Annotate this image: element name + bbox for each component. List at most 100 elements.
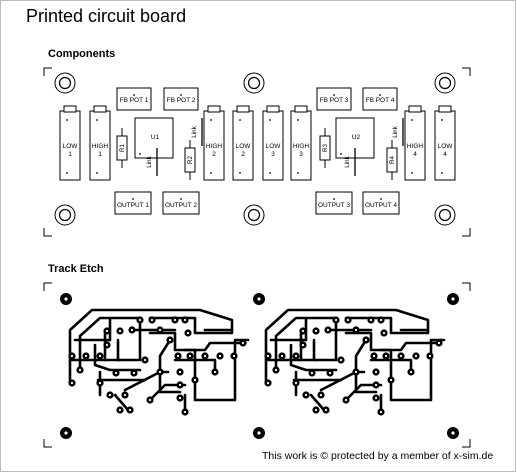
copper-pad-hole — [294, 354, 298, 358]
mounting-hole-ring — [247, 208, 261, 222]
copper-pad-hole — [114, 371, 118, 375]
copper-pad-hole — [123, 393, 127, 397]
mounting-hole — [243, 204, 265, 226]
copper-track — [183, 341, 242, 352]
fb-pot-label: FB POT 4 — [366, 97, 395, 104]
copper-pad-hole — [176, 354, 180, 358]
copper-pad-hole — [428, 354, 432, 358]
copper-track — [264, 308, 430, 385]
corner-mark — [462, 228, 471, 237]
trim-pot-label: HIGH — [407, 143, 424, 150]
etch-mount-drill — [64, 297, 68, 301]
copper-pad-hole — [379, 318, 383, 322]
copper-pad-hole — [178, 383, 182, 387]
pin-dot — [297, 172, 299, 174]
copper-pad-hole — [128, 408, 132, 412]
copper-pad-hole — [78, 368, 82, 372]
trim-pot-number: 1 — [68, 151, 72, 158]
trim-pot-label: LOW — [236, 143, 252, 150]
fb-pot-label: FB POT 3 — [320, 97, 349, 104]
pin-dot — [66, 172, 68, 174]
trim-pot-knob — [207, 105, 221, 113]
output-label: OUTPUT 4 — [365, 202, 397, 209]
copper-pad-hole — [158, 370, 162, 374]
link-label: Link — [392, 125, 399, 137]
corner-mark — [43, 67, 52, 76]
corner-mark — [462, 282, 471, 291]
output-box — [315, 191, 353, 215]
pin-dot — [269, 119, 271, 121]
copyright-footer: This work is © protected by a member of … — [262, 450, 494, 462]
copper-pad-hole — [374, 383, 378, 387]
trim-pot-knob — [294, 105, 308, 113]
copper-pad-hole — [132, 371, 136, 375]
copper-pad-hole — [301, 329, 305, 333]
pin-dot — [340, 153, 342, 155]
pin-dot — [239, 119, 241, 121]
link-label: Link — [146, 155, 153, 167]
pin-dot — [133, 94, 135, 96]
copper-track — [379, 341, 438, 352]
copper-pad-hole — [319, 393, 323, 397]
mounting-hole-ring — [247, 76, 261, 90]
fb-pot-box — [316, 87, 352, 111]
ic-chip — [134, 117, 174, 159]
copper-pad-hole — [382, 331, 386, 335]
link-label: Link — [344, 155, 351, 167]
copper-pad-hole — [98, 381, 102, 385]
components-heading: Components — [48, 48, 116, 60]
copper-track — [148, 331, 250, 402]
copper-pad-hole — [232, 354, 236, 358]
fb-pot-label: FB POT 1 — [120, 97, 149, 104]
pin-dot — [411, 119, 413, 121]
copper-pad-hole — [354, 370, 358, 374]
page-title: Printed circuit board — [26, 6, 187, 26]
pin-dot — [411, 172, 413, 174]
trim-pot-number: 4 — [413, 151, 417, 158]
copper-track — [113, 393, 130, 412]
mounting-hole — [54, 72, 76, 94]
pin-dot — [132, 198, 134, 200]
trim-pot-number: 1 — [98, 151, 102, 158]
link-label: Link — [191, 125, 198, 137]
copper-pad-hole — [274, 368, 278, 372]
copper-pad-hole — [241, 341, 245, 345]
copper-pad-hole — [374, 396, 378, 400]
trim-pot-number: 2 — [241, 151, 245, 158]
etch-mount-drill — [64, 431, 68, 435]
copper-pad-hole — [108, 393, 112, 397]
resistor-label: R4 — [389, 155, 396, 163]
pin-dot — [96, 119, 98, 121]
copper-pad-hole — [344, 398, 348, 402]
track-etch-layer — [43, 282, 471, 448]
trim-pot-number: 2 — [212, 151, 216, 158]
copper-pad-hole — [389, 378, 393, 382]
resistor-body — [116, 135, 128, 161]
copper-pad-hole — [143, 358, 147, 362]
copper-track — [173, 358, 217, 374]
copper-track — [274, 316, 338, 372]
track-etch-heading: Track Etch — [48, 263, 104, 275]
output-box — [162, 191, 200, 215]
corner-mark — [43, 282, 52, 291]
etch-mount-drill — [257, 297, 261, 301]
copper-pad-hole — [70, 381, 74, 385]
etch-mount-drill — [451, 297, 455, 301]
output-box — [114, 191, 152, 215]
copper-pad-hole — [372, 354, 376, 358]
copper-track — [344, 331, 446, 402]
pin-dot — [139, 153, 141, 155]
copper-pad-hole — [266, 381, 270, 385]
mounting-hole-ring — [58, 208, 72, 222]
copper-track — [93, 343, 142, 372]
copper-pad-hole — [304, 393, 308, 397]
trim-pot-number: 3 — [271, 151, 275, 158]
fb-pot-box — [163, 87, 199, 111]
trim-pot-number: 3 — [299, 151, 303, 158]
fb-pot-label: FB POT 2 — [167, 97, 196, 104]
pin-dot — [333, 198, 335, 200]
trim-pot-knob — [438, 105, 452, 113]
trim-pot-knob — [93, 105, 107, 113]
copper-pad-hole — [168, 338, 172, 342]
